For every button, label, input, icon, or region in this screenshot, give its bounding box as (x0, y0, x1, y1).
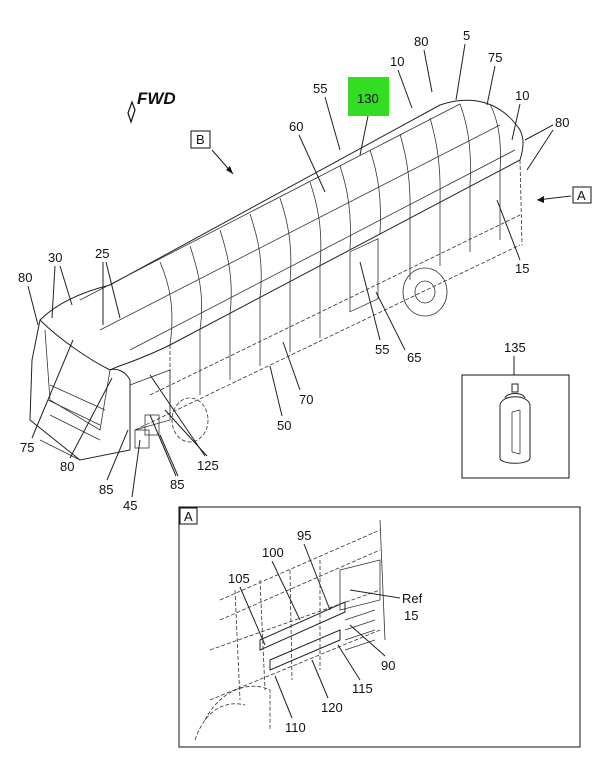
detail-callout-100: 100 (262, 545, 284, 560)
callout-125: 125 (197, 458, 219, 473)
callout-70: 70 (299, 392, 313, 407)
detail-callout-110: 110 (285, 720, 306, 735)
callout-75-top: 75 (488, 50, 502, 65)
callout-55-top: 55 (313, 81, 327, 96)
detail-a-panel: A (178, 506, 581, 748)
callout-10-right: 10 (515, 88, 529, 103)
callout-85-a: 85 (99, 482, 113, 497)
fwd-indicator: FWD (127, 89, 176, 124)
callout-55-mid: 55 (375, 342, 389, 357)
detail-a-label: A (184, 509, 193, 524)
detail-callout-95: 95 (297, 528, 311, 543)
detail-callout-115: 115 (352, 681, 373, 696)
callout-85-b: 85 (170, 477, 184, 492)
view-b-marker: B (190, 130, 234, 175)
callout-75-left: 75 (20, 440, 34, 455)
callout-15: 15 (515, 261, 529, 276)
callout-135: 135 (504, 340, 526, 355)
spray-can-panel (461, 374, 570, 479)
callout-30: 30 (48, 250, 62, 265)
callout-80-top: 80 (414, 34, 428, 49)
callout-80-bottom: 80 (60, 459, 74, 474)
callout-5: 5 (463, 28, 470, 43)
part-130-highlight[interactable]: 130 (348, 77, 389, 156)
detail-callout-120: 120 (321, 700, 343, 715)
highlight-label: 130 (357, 91, 379, 106)
callout-50: 50 (277, 418, 291, 433)
callout-25: 25 (95, 246, 109, 261)
spray-can-icon (499, 383, 531, 464)
view-b-label: B (196, 132, 205, 147)
callout-65: 65 (407, 350, 421, 365)
detail-callouts: 95 100 105 Ref 15 90 115 120 110 (228, 528, 423, 735)
detail-callout-15: 15 (404, 608, 418, 623)
detail-callout-ref: Ref (402, 591, 423, 606)
main-callouts: 80 5 75 10 10 80 55 60 15 80 30 25 55 65… (18, 28, 569, 513)
detail-callout-90: 90 (381, 658, 395, 673)
bus-body (29, 99, 524, 461)
view-a-label: A (577, 188, 586, 203)
callout-60: 60 (289, 119, 303, 134)
callout-80-right: 80 (555, 115, 569, 130)
callout-45: 45 (123, 498, 137, 513)
detail-callout-105: 105 (228, 571, 250, 586)
highlight-box (348, 77, 389, 116)
callout-80-left: 80 (18, 270, 32, 285)
fwd-label: FWD (137, 89, 176, 108)
callout-10-top: 10 (390, 54, 404, 69)
view-a-marker: A (536, 186, 592, 204)
